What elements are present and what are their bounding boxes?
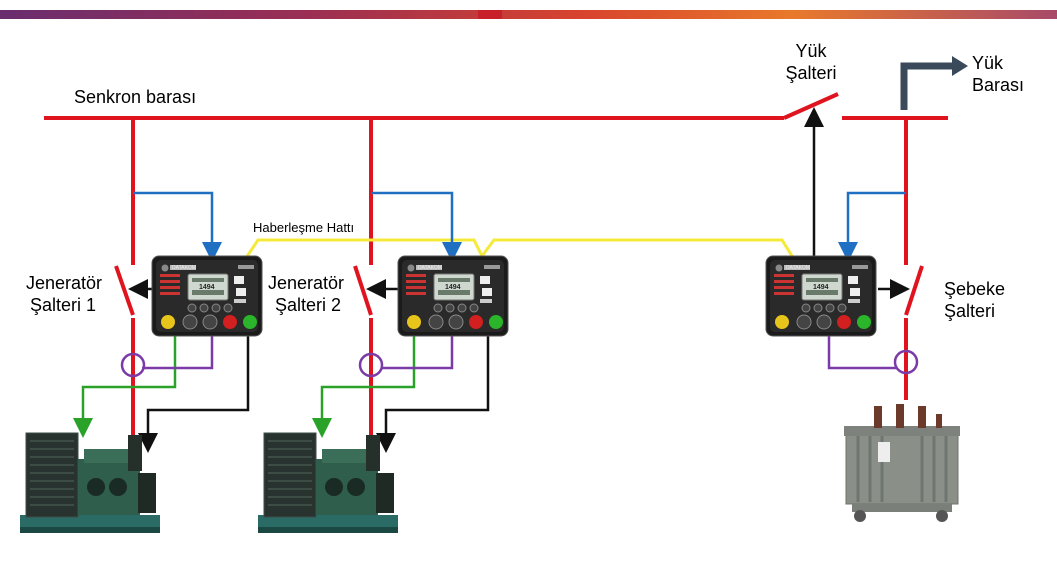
generator-1 xyxy=(19,432,161,534)
controller-display-1: 1494 xyxy=(199,284,215,291)
load-switch-label-line2: Şalteri xyxy=(785,63,837,83)
generator-2 xyxy=(257,432,399,534)
comm-line xyxy=(244,238,794,259)
load-bus-arrow-head xyxy=(952,56,968,76)
gen-switch2-label-line2: Şalteri 2 xyxy=(275,295,342,315)
ct-ring-2 xyxy=(358,352,384,378)
controller-display-3: 1494 xyxy=(813,284,829,291)
controller-1: DATAKOM 1494 xyxy=(151,255,263,337)
gen-switch1-blade xyxy=(114,265,135,316)
mains-switch-label-line2: Şalteri xyxy=(944,301,996,321)
ct-ring-1 xyxy=(120,352,146,378)
mains-switch-label-line1: Şebeke xyxy=(944,279,1006,299)
gen-switch2-blade xyxy=(353,265,373,316)
gen-control-lines xyxy=(73,336,416,438)
controller-brand-1: DATAKOM xyxy=(172,265,196,271)
ct-ring-3 xyxy=(893,349,919,375)
mains-switch-blade xyxy=(904,265,924,316)
controller-brand-3: DATAKOM xyxy=(786,265,810,271)
transformer-image xyxy=(844,404,960,522)
sync-bus-label: Senkron barası xyxy=(74,87,197,107)
load-switch-blade xyxy=(783,92,839,120)
gen-switch2-label: Jeneratör Şalteri 2 xyxy=(268,272,344,316)
header-accent-bar xyxy=(0,10,1057,19)
controller-brand-2: DATAKOM xyxy=(418,265,442,271)
gen-switch2-label-line1: Jeneratör xyxy=(268,273,345,293)
control-lines xyxy=(128,107,910,453)
power-lines xyxy=(44,92,948,448)
current-sense xyxy=(120,336,919,378)
header-accent-notch xyxy=(478,10,502,19)
load-switch-label-line1: Yük xyxy=(795,41,827,61)
load-bus-arrow xyxy=(900,62,955,110)
comm-line-label: Haberleşme Hattı xyxy=(253,220,355,235)
mains-switch-label: Şebeke Şalteri xyxy=(944,278,1005,322)
controller-display-2: 1494 xyxy=(445,284,461,291)
gen-switch1-label-line2: Şalteri 1 xyxy=(30,295,97,315)
controller-3: DATAKOM 1494 xyxy=(765,255,877,337)
voltage-sense-lines xyxy=(133,191,906,262)
load-bus-label-line1: Yük xyxy=(972,53,1004,73)
load-switch-label: Yük Şalteri xyxy=(780,40,842,84)
gen-switch1-label-line1: Jeneratör xyxy=(26,273,103,293)
load-bus-label: Yük Barası xyxy=(972,52,1024,96)
load-bus-label-line2: Barası xyxy=(972,75,1025,95)
gen-switch1-label: Jeneratör Şalteri 1 xyxy=(26,272,102,316)
controller-2: DATAKOM 1494 xyxy=(397,255,509,337)
